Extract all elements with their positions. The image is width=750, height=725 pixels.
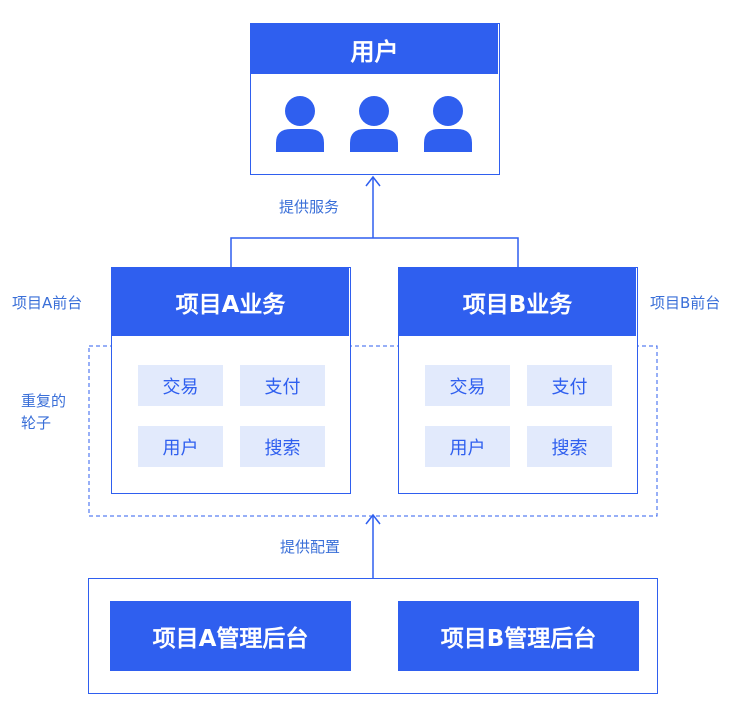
module-chip: 交易 bbox=[425, 365, 510, 406]
module-chip: 搜索 bbox=[240, 426, 325, 467]
project-a-title: 项目A业务 bbox=[112, 268, 349, 336]
project-b-box: 项目B业务 交易 支付 用户 搜索 bbox=[398, 267, 638, 494]
provide-service-label: 提供服务 bbox=[279, 198, 340, 216]
user-icon bbox=[349, 94, 399, 154]
user-icon bbox=[275, 94, 325, 154]
connector-project-a-to-users bbox=[230, 237, 373, 267]
module-chip: 交易 bbox=[138, 365, 223, 406]
project-a-frontend-label: 项目A前台 bbox=[12, 294, 83, 312]
module-chip: 支付 bbox=[240, 365, 325, 406]
repeated-wheels-label-line2: 轮子 bbox=[21, 414, 52, 432]
repeated-wheels-label-line1: 重复的 bbox=[21, 392, 67, 410]
project-b-title: 项目B业务 bbox=[399, 268, 636, 336]
arrow-head-to-users bbox=[365, 175, 381, 187]
project-a-admin: 项目A管理后台 bbox=[110, 601, 351, 671]
connector-project-b-to-users bbox=[373, 237, 519, 267]
project-b-admin: 项目B管理后台 bbox=[398, 601, 639, 671]
arrow-head-to-wheels bbox=[365, 513, 381, 525]
users-box-title: 用户 bbox=[251, 24, 498, 74]
project-b-frontend-label: 项目B前台 bbox=[650, 294, 721, 312]
module-chip: 用户 bbox=[138, 426, 223, 467]
user-icon bbox=[423, 94, 473, 154]
project-a-box: 项目A业务 交易 支付 用户 搜索 bbox=[111, 267, 351, 494]
module-chip: 用户 bbox=[425, 426, 510, 467]
module-chip: 支付 bbox=[527, 365, 612, 406]
module-chip: 搜索 bbox=[527, 426, 612, 467]
repeated-wheels-region bbox=[88, 345, 658, 517]
provide-config-label: 提供配置 bbox=[280, 538, 341, 556]
admin-container: 项目A管理后台 项目B管理后台 bbox=[88, 578, 658, 694]
users-box: 用户 bbox=[250, 23, 500, 175]
